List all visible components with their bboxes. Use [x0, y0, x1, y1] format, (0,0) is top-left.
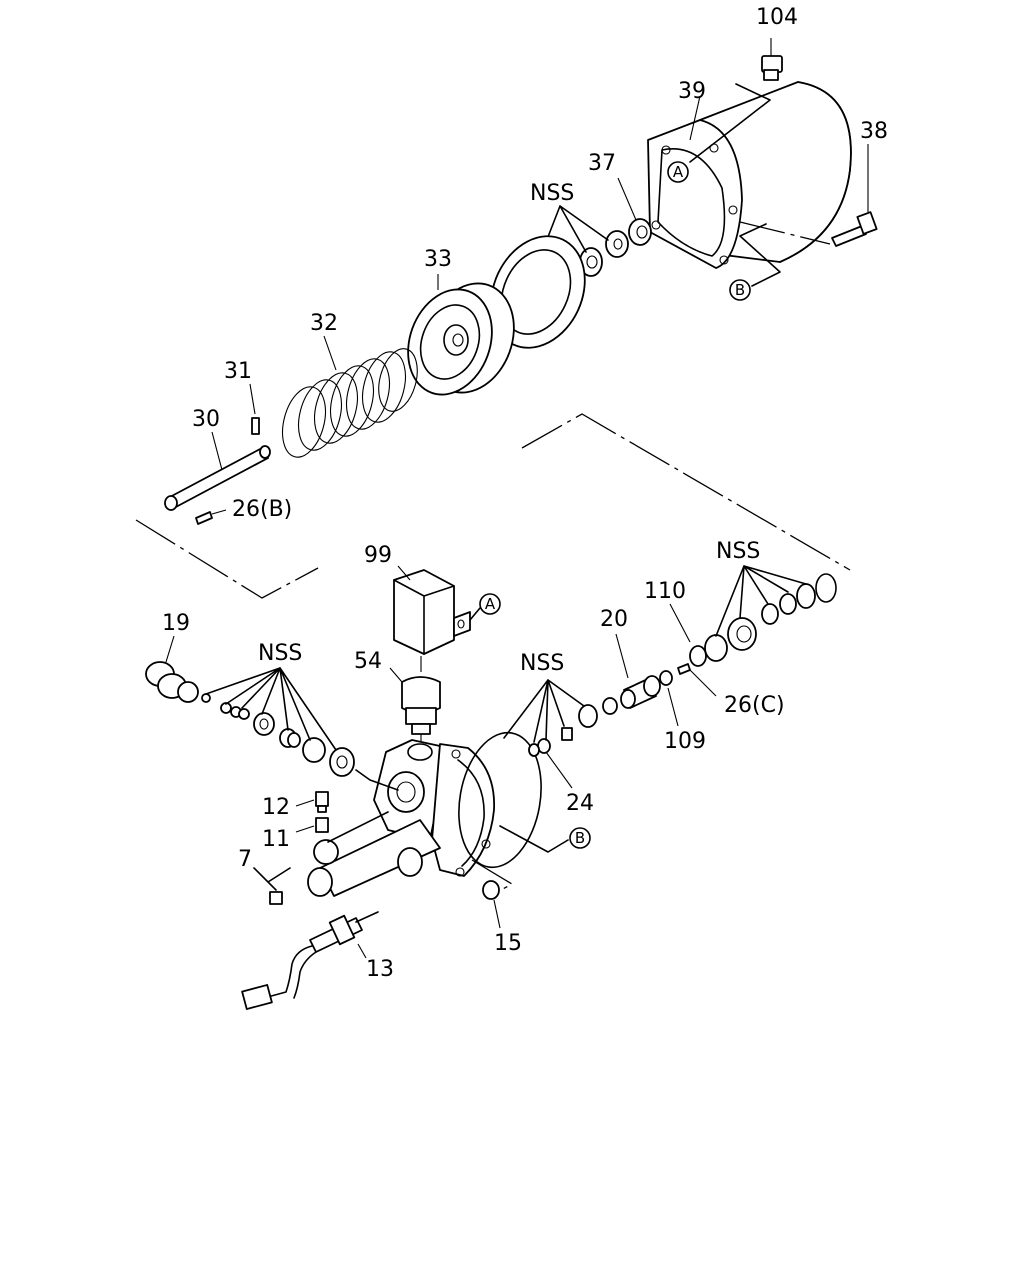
valve-54 [389, 656, 441, 760]
pin-26b [195, 511, 213, 525]
label-33: 33 [424, 247, 452, 272]
sensor-13 [241, 911, 379, 1010]
svg-text:A: A [485, 595, 496, 613]
block-99 [393, 565, 471, 655]
fitting-11 [295, 817, 329, 833]
ref-b-top: B [729, 279, 751, 301]
cap-110 [689, 645, 707, 667]
bolt-104 [761, 38, 783, 81]
nss-left-parts [201, 693, 355, 777]
label-15: 15 [494, 931, 522, 956]
label-109: 109 [664, 729, 706, 754]
label-26c: 26(C) [724, 693, 785, 718]
label-31: 31 [224, 359, 252, 384]
housing-39 [647, 81, 852, 269]
label-99: 99 [364, 543, 392, 568]
label-39: 39 [678, 79, 706, 104]
washer-top-1 [605, 230, 629, 258]
rod-30 [164, 431, 271, 511]
label-54: 54 [354, 649, 382, 674]
ref-a-mid: A [479, 593, 501, 615]
bolt-7 [253, 867, 291, 905]
label-24: 24 [566, 791, 594, 816]
label-37: 37 [588, 151, 616, 176]
label-104: 104 [756, 5, 798, 30]
svg-text:B: B [735, 281, 745, 299]
label-38: 38 [860, 119, 888, 144]
nut-15 [482, 880, 501, 929]
label-nss-top: NSS [530, 181, 574, 206]
nss-right-parts [704, 573, 837, 662]
separator-right [521, 413, 851, 571]
ref-b-mid: B [569, 827, 591, 849]
label-11: 11 [262, 827, 290, 852]
spring-32 [282, 335, 418, 458]
oring-109 [659, 670, 673, 686]
label-26b: 26(B) [232, 497, 292, 522]
label-nss-left: NSS [258, 641, 302, 666]
label-nss-right: NSS [716, 539, 760, 564]
nss-mid-parts [528, 697, 618, 757]
label-nss-mid: NSS [520, 651, 564, 676]
label-32: 32 [310, 311, 338, 336]
nut-37 [617, 177, 652, 246]
label-110: 110 [644, 579, 686, 604]
bolt-38 [831, 144, 878, 247]
label-7: 7 [238, 847, 252, 872]
svg-text:A: A [673, 163, 684, 181]
piston-33 [407, 274, 515, 396]
pin-26c [677, 663, 691, 675]
valve-body [307, 731, 542, 897]
label-30: 30 [192, 407, 220, 432]
fitting-19 [145, 635, 199, 703]
label-13: 13 [366, 957, 394, 982]
label-12: 12 [262, 795, 290, 820]
sleeve-20 [615, 633, 661, 709]
ref-a-top: A [667, 161, 689, 183]
seal-ring [490, 235, 586, 349]
label-19: 19 [162, 611, 190, 636]
bolt-12 [295, 791, 329, 813]
label-20: 20 [600, 607, 628, 632]
svg-text:B: B [575, 829, 585, 847]
pin-31 [249, 383, 260, 435]
separator-left [135, 519, 319, 599]
